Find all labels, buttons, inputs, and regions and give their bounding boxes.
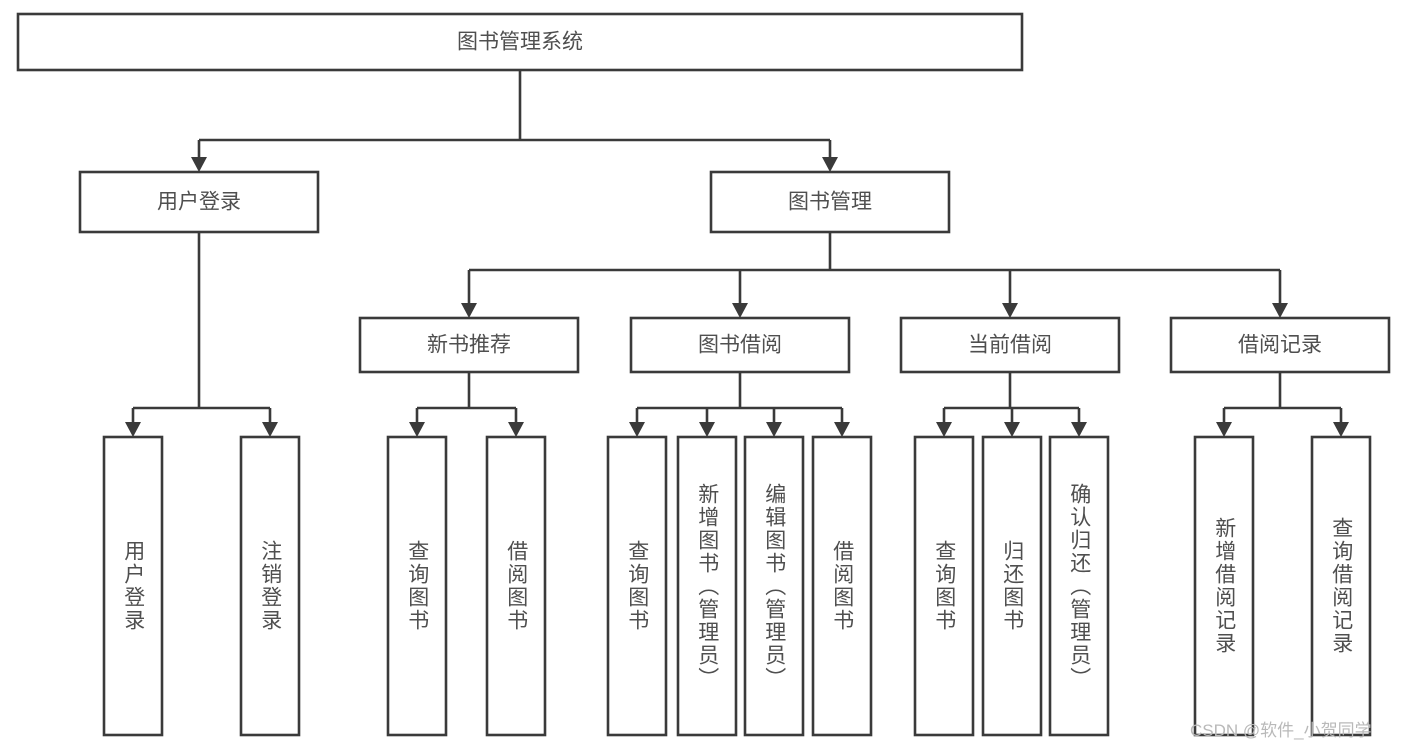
node-leaf-10[interactable] [1048,435,1110,737]
arrow-head-icon [1216,422,1232,437]
node-level3-label-1: 图书借阅 [698,334,782,357]
arrow-head-icon [1002,303,1018,318]
arrow-head-icon [262,422,278,437]
node-level2-label-0: 用户登录 [157,191,241,214]
node-leaf-12[interactable] [1310,435,1372,737]
node-level3-label-0: 新书推荐 [427,334,511,357]
node-root-label: 图书管理系统 [457,31,583,54]
arrow-head-icon [936,422,952,437]
node-level3-0[interactable] [358,316,580,374]
csdn-watermark: CSDN @软件_小贺同学 [1190,721,1372,740]
node-leaf-11[interactable] [1193,435,1255,737]
node-level2-1[interactable] [709,170,951,234]
arrow-head-icon [834,422,850,437]
node-leaf-4[interactable] [606,435,668,737]
arrow-head-icon [1071,422,1087,437]
arrow-head-icon [822,157,838,172]
arrow-head-icon [125,422,141,437]
node-leaf-2[interactable] [386,435,448,737]
arrow-head-icon [629,422,645,437]
node-leaf-1[interactable] [239,435,301,737]
node-level2-0[interactable] [78,170,320,234]
node-level3-3[interactable] [1169,316,1391,374]
arrow-head-icon [732,303,748,318]
arrow-head-icon [461,303,477,318]
node-leaf-3[interactable] [485,435,547,737]
node-leaf-9[interactable] [981,435,1043,737]
arrow-head-icon [1333,422,1349,437]
node-leaf-7[interactable] [811,435,873,737]
node-level3-2[interactable] [899,316,1121,374]
arrow-head-icon [1004,422,1020,437]
arrow-head-icon [191,157,207,172]
arrow-head-icon [1272,303,1288,318]
arrow-head-icon [409,422,425,437]
node-level3-label-3: 借阅记录 [1238,334,1322,357]
arrow-head-icon [766,422,782,437]
boxes-layer [16,12,1391,737]
arrow-head-icon [508,422,524,437]
node-leaf-6[interactable] [743,435,805,737]
node-level3-label-2: 当前借阅 [968,334,1052,357]
node-leaf-8[interactable] [913,435,975,737]
node-leaf-5[interactable] [676,435,738,737]
arrow-head-icon [699,422,715,437]
node-level3-1[interactable] [629,316,851,374]
connectors-layer [125,70,1349,437]
node-root[interactable] [16,12,1024,72]
node-level2-label-1: 图书管理 [788,191,872,214]
node-leaf-0[interactable] [102,435,164,737]
